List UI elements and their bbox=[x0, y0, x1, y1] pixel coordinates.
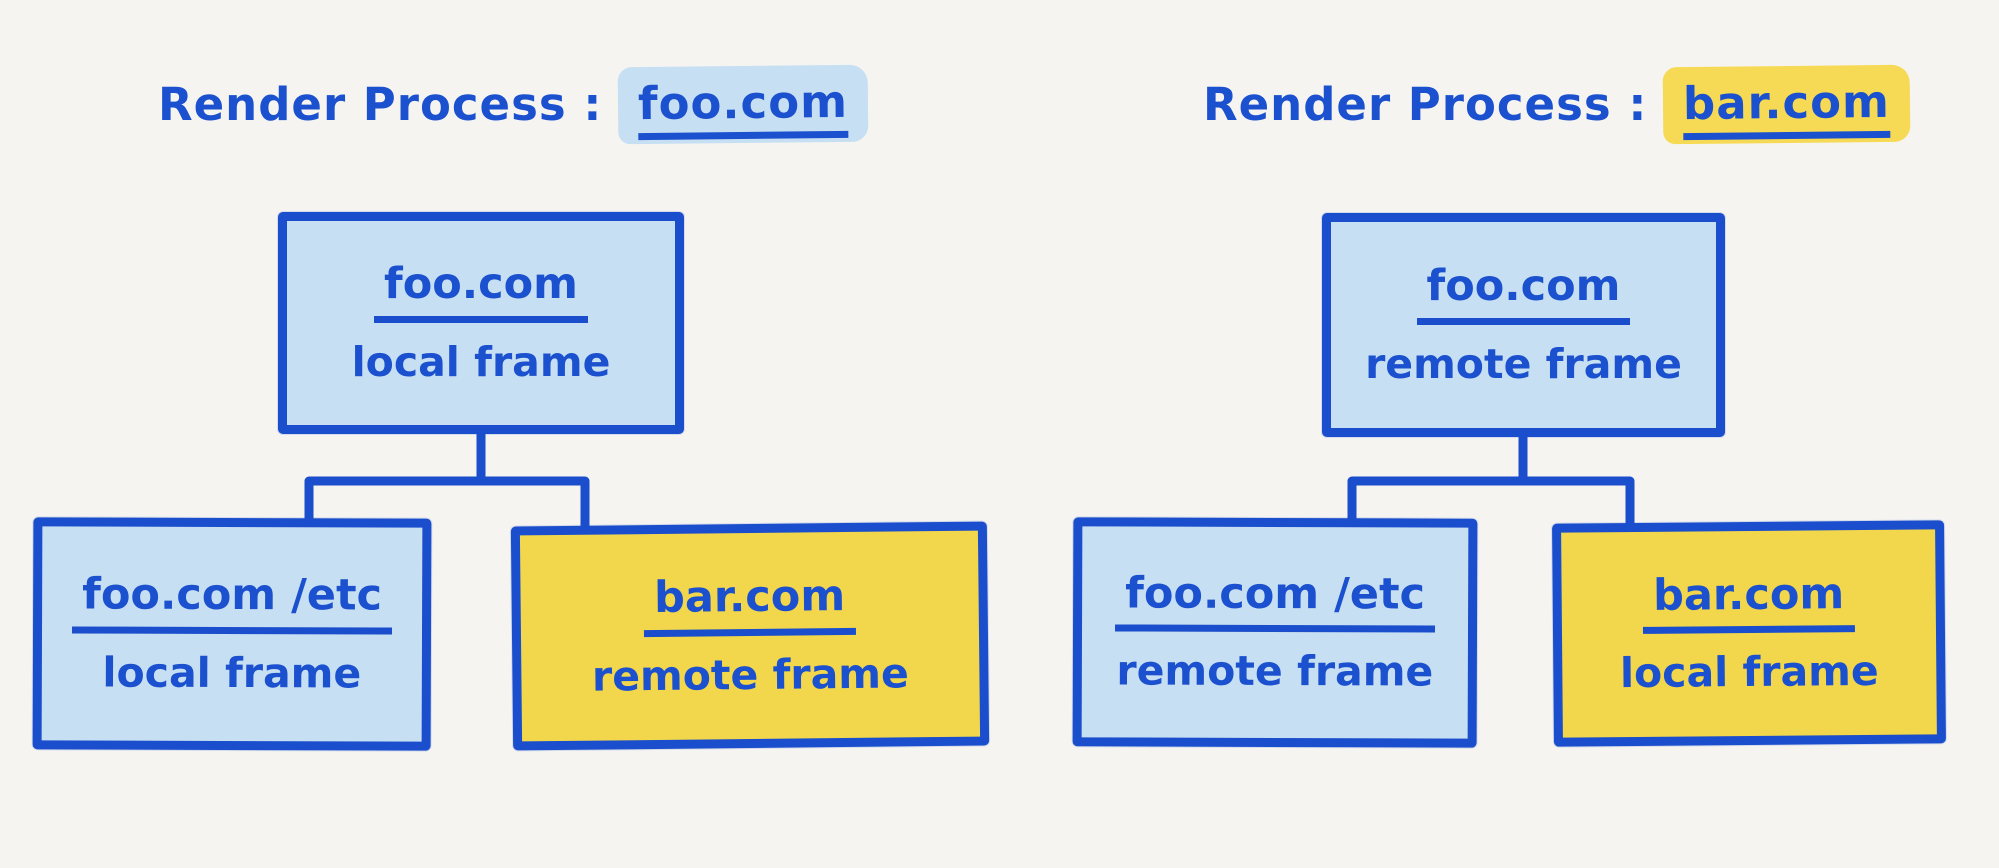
title-prefix: Render Process : bbox=[158, 77, 603, 131]
frame-domain-label: bar.com bbox=[1642, 569, 1855, 634]
title-highlight-foo: foo.com bbox=[617, 64, 869, 144]
frame-box-foo-root-right: foo.com remote frame bbox=[1322, 213, 1725, 437]
title-domain-bar: bar.com bbox=[1683, 75, 1891, 140]
frame-type-label: local frame bbox=[102, 648, 362, 697]
frame-type-label: remote frame bbox=[1365, 339, 1682, 388]
frame-type-label: local frame bbox=[351, 337, 611, 386]
frame-type-label: remote frame bbox=[591, 648, 910, 701]
frame-box-foo-root-left: foo.com local frame bbox=[278, 212, 684, 434]
frame-box-foo-etc-right: foo.com /etc remote frame bbox=[1072, 517, 1478, 748]
frame-box-bar-left: bar.com remote frame bbox=[510, 521, 990, 751]
frame-domain-label: foo.com bbox=[1416, 264, 1631, 325]
render-process-title-foo: Render Process : foo.com bbox=[158, 64, 869, 144]
frame-box-bar-right: bar.com local frame bbox=[1552, 520, 1946, 747]
frame-domain-label: foo.com /etc bbox=[1115, 568, 1436, 633]
title-prefix: Render Process : bbox=[1203, 77, 1648, 131]
frame-type-label: local frame bbox=[1619, 646, 1879, 698]
frame-type-label: remote frame bbox=[1116, 646, 1434, 696]
frame-domain-label: bar.com bbox=[643, 571, 856, 637]
title-domain-foo: foo.com bbox=[638, 75, 849, 140]
render-process-title-bar: Render Process : bar.com bbox=[1203, 64, 1911, 144]
frame-domain-label: foo.com bbox=[374, 262, 588, 323]
frame-domain-label: foo.com /etc bbox=[72, 570, 393, 635]
frame-box-foo-etc-left: foo.com /etc local frame bbox=[32, 517, 432, 751]
title-highlight-bar: bar.com bbox=[1662, 64, 1911, 144]
